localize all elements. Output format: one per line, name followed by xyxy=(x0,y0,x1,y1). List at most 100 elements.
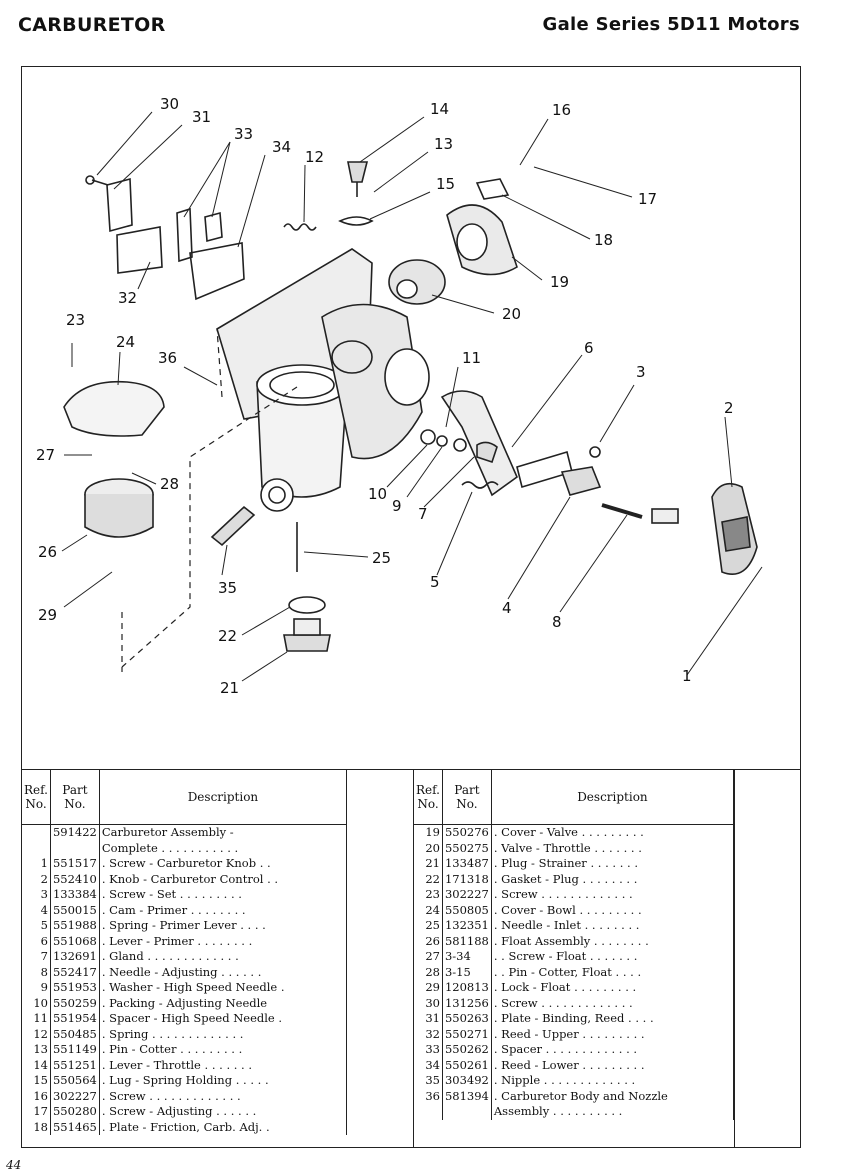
callout-label: 35 xyxy=(218,579,237,597)
cell-part: 171318 xyxy=(442,871,492,887)
cell-part: 133384 xyxy=(50,887,100,903)
cell-part: 552410 xyxy=(50,871,100,887)
cell-ref: 24 xyxy=(414,902,443,918)
cell-ref: 20 xyxy=(414,840,443,856)
cell-ref: 30 xyxy=(414,995,443,1011)
cell-part: 3-15 xyxy=(442,964,492,980)
cell-ref: 25 xyxy=(414,918,443,934)
part-header: Part No. xyxy=(50,770,100,825)
cell-desc: . . Screw - Float . . . . . . . xyxy=(491,949,735,965)
cell-desc: . Lever - Throttle . . . . . . . xyxy=(99,1057,348,1073)
cell-desc: . Plate - Friction, Carb. Adj. . xyxy=(99,1119,348,1135)
cell-desc: . Plate - Binding, Reed . . . . xyxy=(491,1011,735,1027)
cell-ref: 2 xyxy=(22,871,51,887)
cell-ref: 19 xyxy=(414,824,443,841)
cell-desc: Complete . . . . . . . . . . . xyxy=(99,840,348,856)
cell-part: 551251 xyxy=(50,1057,100,1073)
cell-part: 551149 xyxy=(50,1042,100,1058)
callout-label: 33 xyxy=(234,125,253,143)
cell-part: 551465 xyxy=(50,1119,100,1135)
cell-part: 550805 xyxy=(442,902,492,918)
cell-ref: 31 xyxy=(414,1011,443,1027)
callout-label: 25 xyxy=(372,549,391,567)
cell-ref: 34 xyxy=(414,1057,443,1073)
cell-desc: . Pin - Cotter . . . . . . . . . xyxy=(99,1042,348,1058)
cell-ref: 26 xyxy=(414,933,443,949)
desc-header: Description xyxy=(491,770,735,825)
cell-desc: . Nipple . . . . . . . . . . . . . xyxy=(491,1073,735,1089)
cell-part: 581188 xyxy=(442,933,492,949)
cell-part: 133487 xyxy=(442,856,492,872)
cell-part xyxy=(50,840,100,856)
cell-ref: 12 xyxy=(22,1026,51,1042)
cell-part: 550564 xyxy=(50,1073,100,1089)
callout-label: 32 xyxy=(118,289,137,307)
cell-part: 581394 xyxy=(442,1088,492,1104)
cell-part: 591422 xyxy=(50,824,100,841)
cell-desc: . Screw . . . . . . . . . . . . . xyxy=(491,995,735,1011)
cell-part: 132351 xyxy=(442,918,492,934)
cell-desc: . Cover - Bowl . . . . . . . . . xyxy=(491,902,735,918)
cell-part: 302227 xyxy=(442,887,492,903)
cell-ref: 23 xyxy=(414,887,443,903)
cell-desc: . Needle - Adjusting . . . . . . xyxy=(99,964,348,980)
cell-part: 550261 xyxy=(442,1057,492,1073)
callout-label: 1 xyxy=(682,667,692,685)
callout-label: 19 xyxy=(550,273,569,291)
callout-label: 14 xyxy=(430,100,449,118)
cell-desc: . Spring - Primer Lever . . . . xyxy=(99,918,348,934)
cell-desc: Assembly . . . . . . . . . . xyxy=(491,1104,735,1120)
cell-desc: . Screw . . . . . . . . . . . . . xyxy=(491,887,735,903)
cell-desc: . Packing - Adjusting Needle xyxy=(99,995,348,1011)
cell-desc: . Screw - Adjusting . . . . . . xyxy=(99,1104,348,1120)
callout-label: 3 xyxy=(636,363,646,381)
table-tail-rule xyxy=(734,770,735,1148)
callout-label: 18 xyxy=(594,231,613,249)
cell-part: 131256 xyxy=(442,995,492,1011)
cell-ref: 18 xyxy=(22,1119,51,1135)
callout-label: 6 xyxy=(584,339,594,357)
cell-part: 551517 xyxy=(50,856,100,872)
cell-part: 550280 xyxy=(50,1104,100,1120)
cell-part: 550015 xyxy=(50,902,100,918)
cell-desc: . Reed - Upper . . . . . . . . . xyxy=(491,1026,735,1042)
cell-desc: . Screw - Set . . . . . . . . . xyxy=(99,887,348,903)
cell-part xyxy=(442,1104,492,1120)
cell-ref: 6 xyxy=(22,933,51,949)
cell-part: 120813 xyxy=(442,980,492,996)
cell-ref: 3 xyxy=(22,887,51,903)
cell-ref: 4 xyxy=(22,902,51,918)
cell-desc: . Cover - Valve . . . . . . . . . xyxy=(491,824,735,841)
cell-desc: . Gland . . . . . . . . . . . . . xyxy=(99,949,348,965)
cell-ref: 22 xyxy=(414,871,443,887)
callout-label: 29 xyxy=(38,606,57,624)
callout-label: 16 xyxy=(552,101,571,119)
cell-ref: 15 xyxy=(22,1073,51,1089)
ref-header: Ref. No. xyxy=(414,770,443,825)
table-row: Assembly . . . . . . . . . . xyxy=(414,1104,735,1120)
